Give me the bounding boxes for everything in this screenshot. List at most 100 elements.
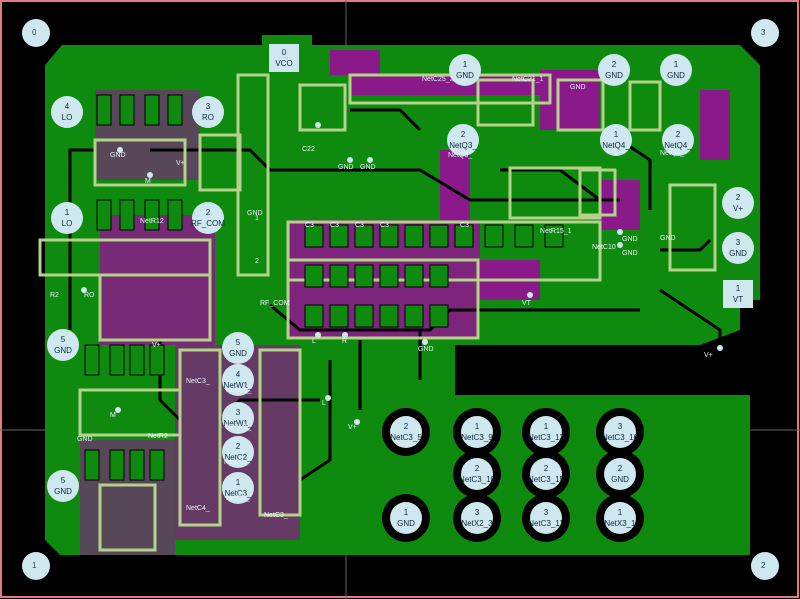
silk-label: NetQ3_ [448, 152, 473, 159]
pad-v-[interactable]: 2V+ [722, 187, 754, 219]
silk-label: C3 [355, 222, 364, 229]
pad-net-label: NetC3_10 [459, 475, 496, 484]
pad-net-label: GND [667, 71, 685, 80]
corner-label: 1 [32, 561, 37, 570]
silk-label: GND [360, 164, 376, 171]
silk-label: C22 [302, 146, 315, 153]
silk-label: GND [622, 250, 638, 257]
silk-label: L [322, 400, 326, 407]
pad-number: 2 [618, 464, 623, 473]
pad-ro[interactable]: 3RO [192, 96, 224, 128]
pad-number: 3 [618, 422, 623, 431]
silk-label: 1 [255, 215, 259, 222]
pad-number: 1 [544, 422, 549, 431]
silk-label: GND [247, 210, 263, 217]
corner-label: 0 [32, 28, 37, 37]
pad-lo[interactable]: 4LO [51, 96, 83, 128]
pad-net-label: GND [229, 349, 247, 358]
pad-net-label: NetQ4_ [664, 141, 692, 150]
silk-label: V+ [348, 424, 357, 431]
silk-label: NetR12 [140, 218, 164, 225]
pad-net-label: GND [397, 519, 415, 528]
pad-number: 4 [65, 102, 70, 111]
pad-net-label: NetC3_5 [390, 433, 422, 442]
pad-number: 1 [475, 422, 480, 431]
pad-net-label: VCO [275, 59, 292, 68]
silk-label: M [145, 178, 151, 185]
pad-net-label: NetX2_3 [461, 519, 493, 528]
pad-number: 2 [461, 130, 466, 139]
pad-lo[interactable]: 1LO [51, 202, 83, 234]
pad-net-label: NetC3_9 [461, 433, 493, 442]
pad-rf-com[interactable]: 2RF_COM [191, 202, 225, 234]
pad-number: 4 [236, 370, 241, 379]
silk-label: NetC21_1 [512, 76, 544, 83]
pad-net-label: NetW1_ [224, 419, 253, 428]
silk-label: NetC3_ [186, 378, 210, 385]
silk-label: NetC25_2 [422, 76, 454, 83]
pad-vt[interactable]: 1VT [723, 280, 753, 308]
silk-label: GND [77, 436, 93, 443]
pad-number: 1 [614, 130, 619, 139]
pad-net-label: NetC3_13 [528, 433, 565, 442]
silk-label: NetW1_ [226, 424, 252, 431]
pad-number: 0 [282, 48, 287, 57]
silk-label: RO [84, 292, 95, 299]
corner-markers [22, 19, 779, 580]
silk-label: R2 [50, 292, 59, 299]
pad-net-label: NetQ3_ [449, 141, 477, 150]
silk-label: VT [522, 300, 531, 307]
pad-net-label: LO [62, 113, 73, 122]
pad-number: 3 [206, 102, 211, 111]
pad-net-label: LO [62, 219, 73, 228]
pad-net-label: GND [54, 346, 72, 355]
silk-label: NetW1_ [226, 387, 252, 394]
pad-number: 2 [612, 60, 617, 69]
silk-label: RF_COM [260, 300, 290, 307]
pad-number: 1 [674, 60, 679, 69]
silk-label: NetC3_ [226, 495, 250, 502]
pad-net-label: GND [611, 475, 629, 484]
silk-label: GND [622, 236, 638, 243]
silk-label: NetC2 [224, 459, 244, 466]
silk-label: GND [338, 164, 354, 171]
trace-region [100, 215, 215, 345]
pad-number: 3 [736, 238, 741, 247]
pad-number: 1 [618, 508, 623, 517]
silk-label: GND [570, 84, 586, 91]
trace-region [330, 50, 380, 75]
silk-label: C3 [330, 222, 339, 229]
pad-number: 5 [61, 476, 66, 485]
pad-net-label: NetC3_11 [528, 519, 564, 528]
pad-net-label: RF_COM [191, 219, 225, 228]
silk-label: C3 [460, 222, 469, 229]
pad-number: 3 [475, 508, 480, 517]
